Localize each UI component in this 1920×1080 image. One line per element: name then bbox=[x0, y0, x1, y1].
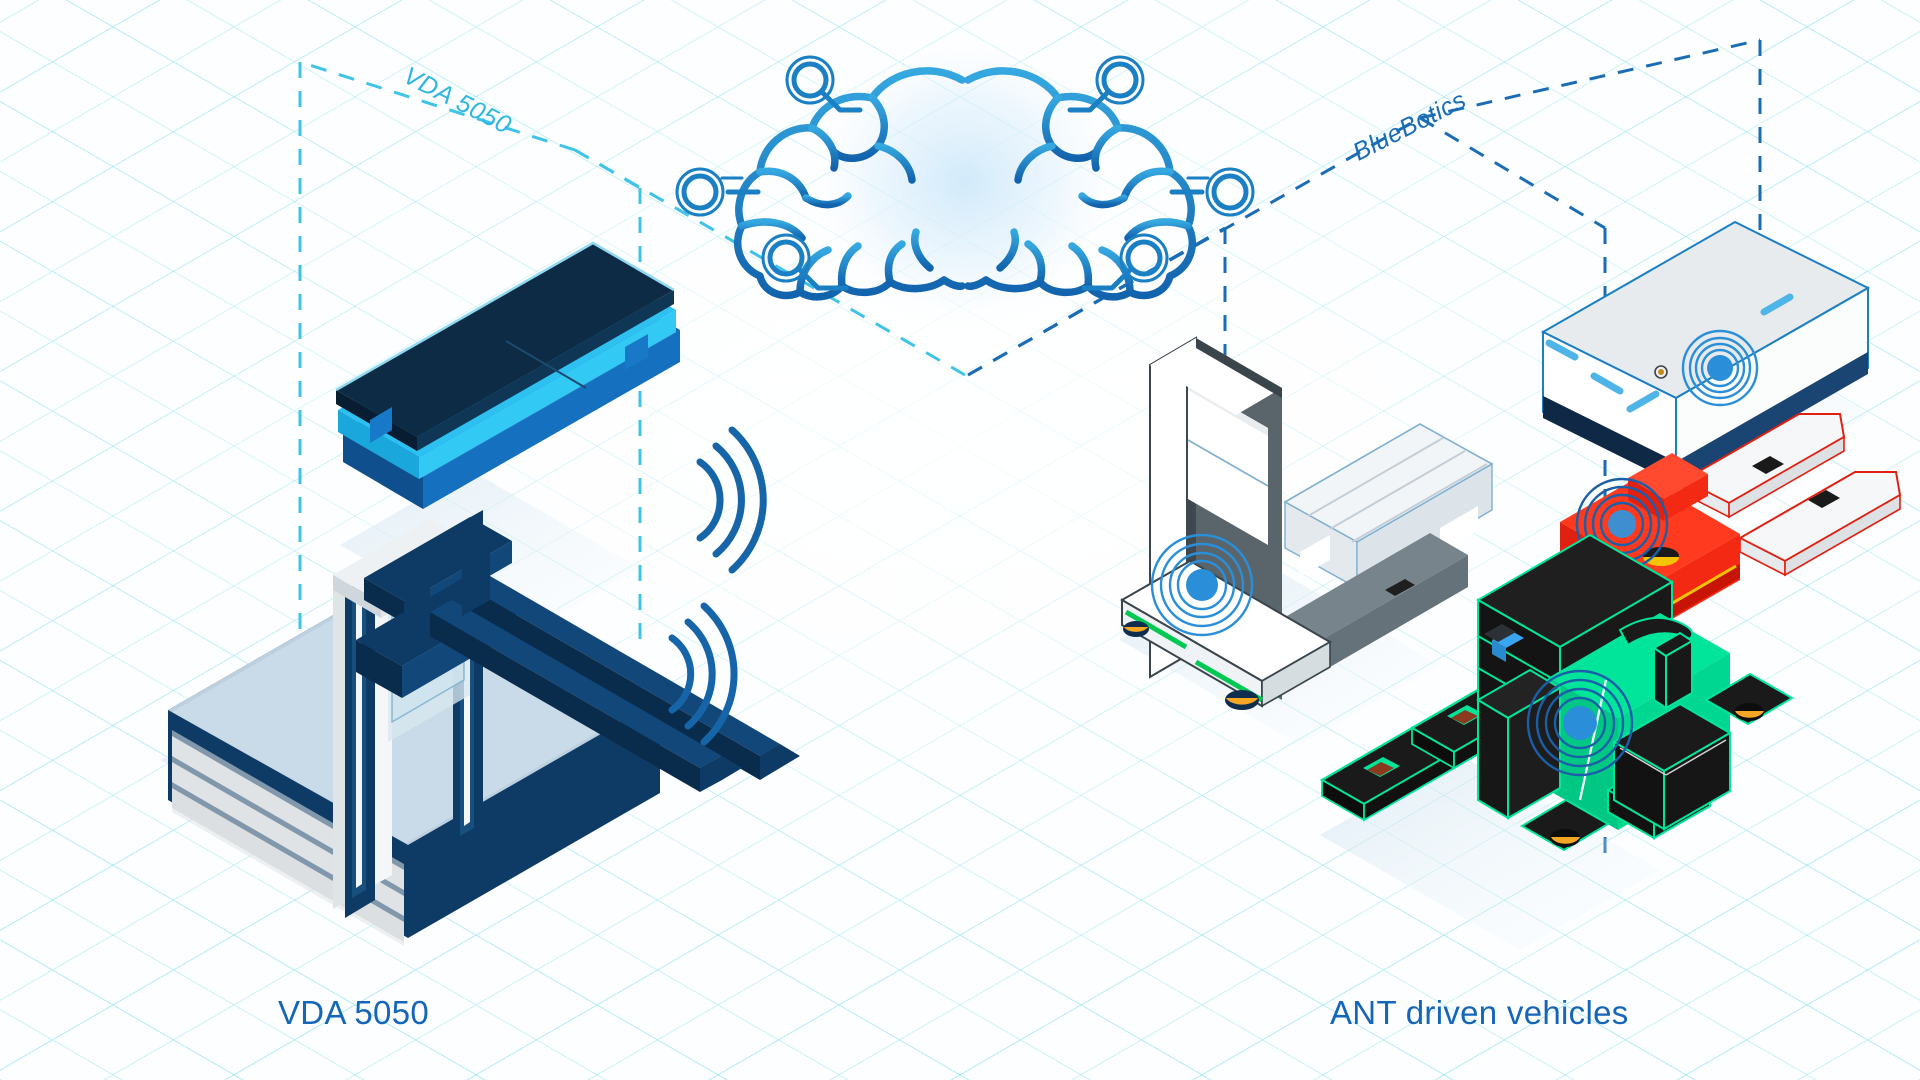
brain-circuit-nodes bbox=[675, 55, 1255, 291]
ant-scanner-icon bbox=[1681, 329, 1759, 407]
wifi-signal-icon-agv bbox=[696, 426, 767, 574]
vehicle-pallet-stacker[interactable] bbox=[1119, 336, 1494, 710]
caption-vda5050: VDA 5050 bbox=[278, 994, 430, 1031]
circuit-node-icon bbox=[681, 173, 719, 211]
circuit-node-icon bbox=[767, 239, 805, 277]
connector-group-vda bbox=[298, 60, 966, 660]
vehicle-navy-forklift[interactable] bbox=[168, 510, 800, 946]
vehicle-green-pallet-truck[interactable] bbox=[1319, 533, 1794, 852]
circuit-node-icon bbox=[1101, 61, 1139, 99]
circuit-node-icon bbox=[1211, 173, 1249, 211]
accent-strokes bbox=[1545, 293, 1794, 413]
wifi-signal-icon-forklift bbox=[668, 602, 738, 746]
circuit-node-icon bbox=[791, 61, 829, 99]
brain-circuit-icon bbox=[734, 67, 1196, 301]
circuit-node-icon bbox=[1125, 239, 1163, 277]
ant-scanner-icon bbox=[1526, 669, 1634, 777]
ant-scanner-icon bbox=[1150, 533, 1254, 637]
vehicle-blue-agv-platform[interactable] bbox=[335, 241, 680, 509]
caption-ant-driven-vehicles: ANT driven vehicles bbox=[1330, 994, 1629, 1031]
vehicle-box-agv[interactable] bbox=[1540, 220, 1871, 484]
